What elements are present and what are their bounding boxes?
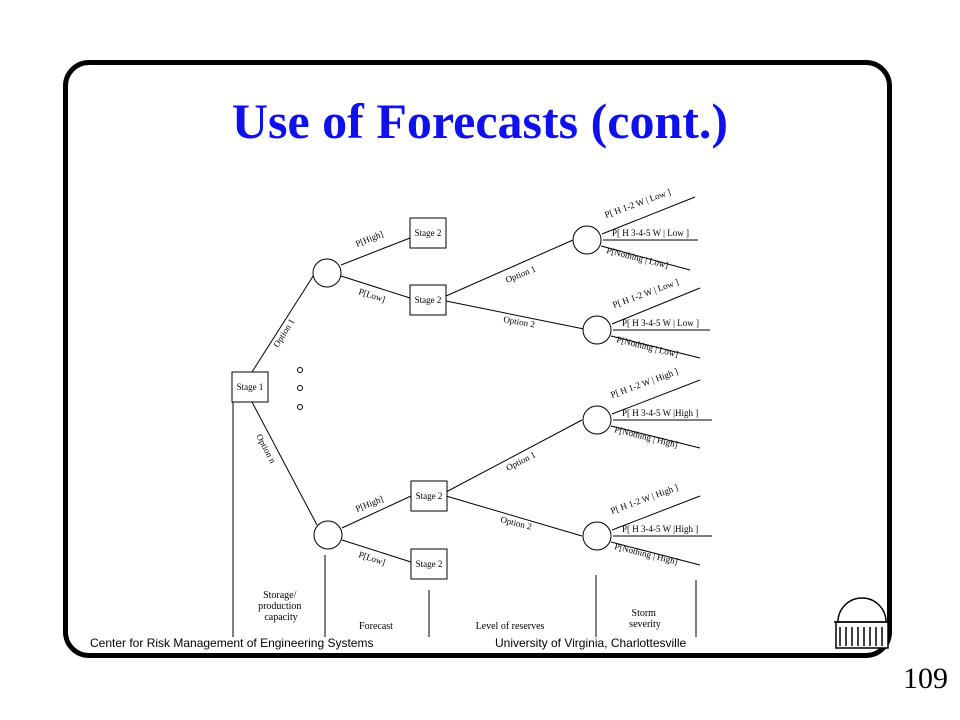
- chance-node: [313, 520, 343, 550]
- chance-node: [312, 258, 342, 288]
- slide-title: Use of Forecasts (cont.): [231, 93, 729, 149]
- outcome-label: P[ H 3-4-5 W | Low ]: [612, 228, 689, 238]
- option2-label: Option 2: [500, 514, 533, 531]
- stage2-node: [409, 217, 447, 249]
- slide-frame: [63, 60, 892, 658]
- outcome-label: P[ H 3-4-5 W |High ]: [622, 524, 698, 534]
- edge-top-low: [340, 275, 411, 299]
- edge-low-option2: [445, 300, 585, 330]
- column-label-reserves: Level of reserves: [476, 621, 545, 632]
- edge-high-option1: [445, 419, 583, 493]
- stage2-node: [409, 284, 447, 316]
- edge-option-n: [251, 401, 318, 526]
- outcome-label: P[ H 1-2 W | High ]: [609, 482, 679, 516]
- outcome-label: P[ H 3-4-5 W | Low ]: [622, 318, 699, 328]
- ellipsis-dot: [297, 404, 303, 410]
- option1-label: Option 1: [504, 264, 537, 285]
- column-label-storm: Storm severity: [629, 608, 661, 630]
- option2-label: Option 2: [503, 314, 536, 329]
- stage2-label: Stage 2: [415, 228, 442, 238]
- stage2-label: Stage 2: [416, 559, 443, 569]
- outcome-label: P[Nothing | High]: [614, 541, 679, 566]
- stage1-label: Stage 1: [237, 382, 264, 392]
- option1-label: Option 1: [271, 317, 296, 349]
- stage1-node: [231, 371, 269, 403]
- stage2-label: Stage 2: [416, 491, 443, 501]
- edge-top-high: [340, 237, 411, 266]
- outcome-label: P[Nothing | Low]: [606, 245, 670, 270]
- footer-right: University of Virginia, Charlottesville: [495, 636, 687, 650]
- stage2-label: Stage 2: [415, 295, 442, 305]
- outcome-label: P[ H 1-2 W | Low ]: [611, 277, 680, 310]
- rotunda-icon: [834, 597, 890, 649]
- stage2-node: [410, 480, 448, 512]
- p-low-label: P[Low]: [357, 549, 386, 567]
- option-n-label: Option n: [254, 432, 278, 465]
- chance-node: [582, 521, 612, 551]
- column-label-storage: Storage/ production capacity: [258, 590, 304, 623]
- outcome-label: P[Nothing | High]: [614, 424, 679, 449]
- ellipsis-dot: [297, 385, 303, 391]
- p-high-label: P[High]: [354, 229, 385, 249]
- stage2-node: [410, 548, 448, 580]
- edge-option1: [251, 269, 318, 373]
- outcome-label: P[Nothing | Low]: [616, 334, 680, 359]
- footer-left: Center for Risk Management of Engineerin…: [90, 636, 374, 650]
- edge-bottom-high: [341, 495, 412, 529]
- page-number: 109: [903, 662, 948, 695]
- edge-low-option1: [445, 239, 574, 297]
- outcome-label: P[ H 3-4-5 W |High ]: [622, 408, 698, 418]
- chance-node: [582, 315, 612, 345]
- outcome-label: P[ H 1-2 W | Low ]: [603, 187, 672, 220]
- chance-node: [572, 225, 602, 255]
- ellipsis-dot: [297, 367, 303, 373]
- edge-bottom-low: [341, 539, 412, 563]
- column-label-forecast: Forecast: [359, 621, 393, 632]
- outcome-label: P[ H 1-2 W | High ]: [609, 366, 679, 400]
- chance-node: [582, 405, 612, 435]
- edge-high-option2: [445, 495, 583, 537]
